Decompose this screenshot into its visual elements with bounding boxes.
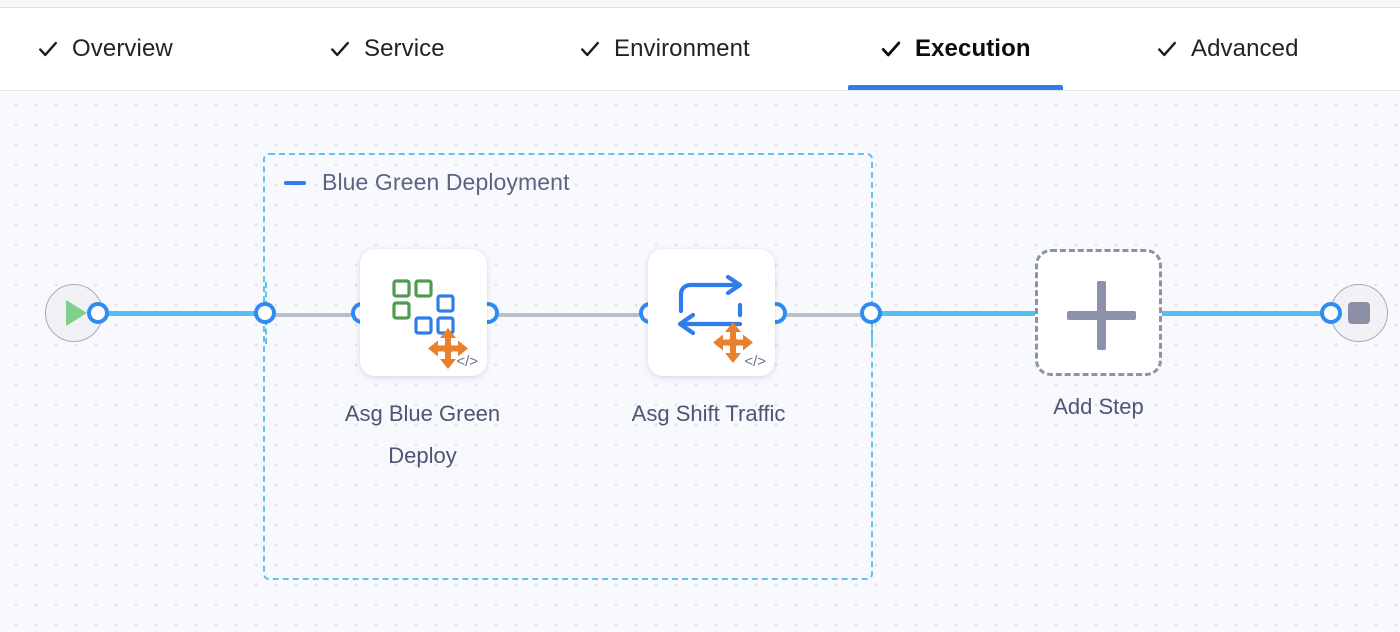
step-group-title: Blue Green Deployment xyxy=(322,169,570,195)
asg-blue-green-deploy-icon xyxy=(392,279,468,369)
tab-label: Advanced xyxy=(1191,35,1299,62)
move-arrows-glyph xyxy=(713,322,753,363)
port-group-entry[interactable] xyxy=(254,302,276,324)
edge-start-to-group xyxy=(84,311,269,316)
pipeline-canvas[interactable]: Blue Green Deployment xyxy=(0,91,1400,632)
plus-icon-vertical xyxy=(1097,281,1106,350)
tab-active-underline xyxy=(848,85,1063,90)
tab-advanced[interactable]: Advanced xyxy=(1152,8,1303,90)
tab-label: Execution xyxy=(915,35,1031,62)
edge-step-1-to-step-2 xyxy=(492,313,652,317)
tab-label: Overview xyxy=(72,35,173,62)
step-node-asg-blue-green-deploy[interactable]: </> xyxy=(360,249,487,376)
add-step-label: Add Step xyxy=(1053,394,1144,419)
tab-execution[interactable]: Execution xyxy=(848,8,1063,90)
canvas-left-gutter xyxy=(0,91,4,632)
tab-service[interactable]: Service xyxy=(325,8,449,90)
port-group-exit[interactable] xyxy=(860,302,882,324)
minus-icon[interactable] xyxy=(284,180,306,185)
port-start-out[interactable] xyxy=(87,302,109,324)
check-icon xyxy=(1158,41,1176,57)
edge-step-2-to-group-exit xyxy=(780,313,872,317)
check-icon xyxy=(39,41,57,57)
step-group-header: Blue Green Deployment xyxy=(284,169,570,196)
play-icon xyxy=(66,300,87,326)
step-group-blue-green-deployment[interactable] xyxy=(263,153,873,580)
asg-shift-traffic-icon xyxy=(677,274,753,363)
step-node-label-asg-shift-traffic: Asg Shift Traffic xyxy=(631,401,786,426)
edge-add-step-to-end xyxy=(1160,311,1330,316)
code-icon: </> xyxy=(456,353,478,370)
stop-icon xyxy=(1348,302,1370,324)
move-arrows-glyph xyxy=(428,328,468,369)
wizard-tab-bar: Overview Service Environment Execution xyxy=(0,8,1400,91)
tab-label: Environment xyxy=(614,35,750,62)
step-node-label-asg-blue-green-deploy: Asg Blue Green Deploy xyxy=(344,401,501,468)
tab-label: Service xyxy=(364,35,445,62)
check-icon xyxy=(881,41,901,57)
check-icon xyxy=(331,41,349,57)
top-strip xyxy=(0,0,1400,8)
edge-group-entry-to-step-1 xyxy=(272,313,364,317)
check-icon xyxy=(581,41,599,57)
tab-environment[interactable]: Environment xyxy=(575,8,754,90)
add-step-button[interactable] xyxy=(1035,249,1162,376)
port-end-in[interactable] xyxy=(1320,302,1342,324)
edge-group-to-add-step xyxy=(878,311,1038,316)
step-node-asg-shift-traffic[interactable]: </> xyxy=(648,249,775,376)
tab-overview[interactable]: Overview xyxy=(33,8,177,90)
code-icon: </> xyxy=(744,353,766,370)
